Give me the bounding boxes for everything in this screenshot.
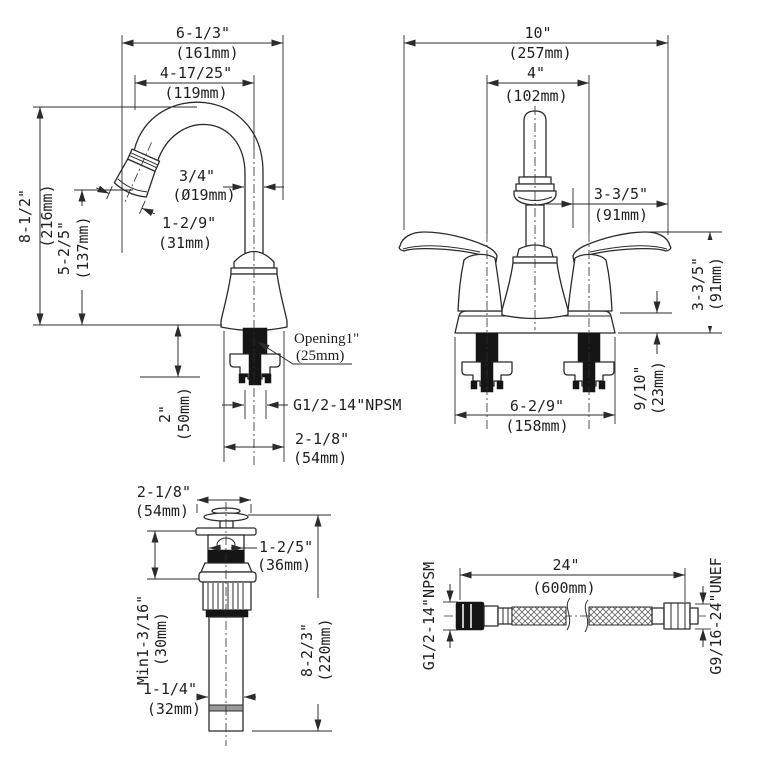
hose-break-right <box>584 599 589 633</box>
handle-left <box>398 231 503 312</box>
hose-left-thread-label: G1/2-14"NPSM <box>420 562 438 670</box>
dim-tailpiece-width-in: 1-1/4" <box>143 680 197 698</box>
dim-hose-length-in: 24" <box>552 556 579 574</box>
dim-shank-length-mm: (50mm) <box>175 387 193 441</box>
dim-shank-thread: G1/2-14"NPSM <box>222 390 401 419</box>
dim-handle-centers-mm: (102mm) <box>504 87 567 105</box>
dim-deck-length-in: 6-2/9" <box>510 397 564 415</box>
dim-spout-reach: 4-17/25" (119mm) <box>134 64 255 150</box>
hose-view: 24" (600mm) G1/2-14"NPSM G9/16-24"UNEF <box>420 556 725 675</box>
dim-overall-width: 10" (257mm) <box>403 24 669 235</box>
hose-ferrule-left <box>497 607 513 625</box>
dim-body-width-in: 1-2/5" <box>259 538 313 556</box>
dim-base-width: 2-1/8" (54mm) <box>223 331 349 467</box>
dim-deck-thickness-mm: (23mm) <box>649 361 667 415</box>
drain-view: 2-1/8" (54mm) 1-2/5" (36mm) Min1-3/16" (… <box>134 483 337 746</box>
thread-block <box>202 581 252 611</box>
hose-break-left <box>566 597 571 631</box>
hose-nut-right <box>663 602 691 630</box>
dim-deck-thickness-in: 9/10" <box>631 365 649 410</box>
shank-thread-label: G1/2-14"NPSM <box>293 396 401 414</box>
dim-spout-reach-mm: (119mm) <box>164 84 227 102</box>
handle-right <box>567 231 672 312</box>
dim-spout-height: 5-2/5" (137mm) <box>55 189 133 325</box>
nut-tab-left <box>238 373 246 384</box>
dim-deck-min-mm: (30mm) <box>152 612 170 666</box>
dim-aerator-mm: (31mm) <box>158 234 212 252</box>
dim-handle-centers-in: 4" <box>527 64 545 82</box>
dim-drain-length-in: 8-2/3" <box>298 623 316 677</box>
dim-cap-width-in: 2-1/8" <box>137 483 191 501</box>
dim-spout-diameter: 3/4" (Ø19mm) <box>172 167 284 204</box>
opening-mm: (25mm) <box>296 348 344 364</box>
shank-through-nut <box>248 353 262 386</box>
dim-handle-reach-in: 3-3/5" <box>594 185 648 203</box>
hose-braid-left <box>511 606 567 626</box>
hose-collar-right <box>651 607 665 625</box>
dim-handle-reach-mm: (91mm) <box>594 206 648 224</box>
dim-deck-length: 6-2/9" (158mm) <box>454 337 616 435</box>
nut-tab-right <box>264 373 272 384</box>
dim-deck-thickness: 9/10" (23mm) <box>620 291 672 415</box>
dim-reach-in: 6-1/3" <box>176 24 230 42</box>
side-view: 6-1/3" (161mm) 4-17/25" (119mm) 8-1/2" (… <box>16 24 401 467</box>
dim-tailpiece-width: 1-1/4" (32mm) <box>143 680 256 718</box>
dim-height: 8-1/2" (216mm) <box>16 106 222 326</box>
dim-height-mm: (216mm) <box>38 184 56 247</box>
dim-deck-min-in: Min1-3/16" <box>134 595 152 685</box>
dim-height-in: 8-1/2" <box>16 189 34 243</box>
thread-ribs <box>207 583 244 609</box>
dim-tailpiece-width-mm: (32mm) <box>147 700 201 718</box>
dim-spout-height-mm: (137mm) <box>74 216 92 279</box>
dim-aerator-width: 1-2/9" (31mm) <box>158 214 216 252</box>
dim-hose-left-thread: G1/2-14"NPSM <box>420 562 458 670</box>
dim-handle-height: 3-3/5" (91mm) <box>618 231 730 334</box>
aerator <box>96 142 161 217</box>
hose-braid-right <box>588 606 653 626</box>
dim-aerator-in: 1-2/9" <box>162 214 216 232</box>
callout-opening: Opening1" (25mm) <box>257 331 359 365</box>
dim-reach-mm: (161mm) <box>175 44 238 62</box>
locknut-band <box>205 609 249 618</box>
dim-hose-length: 24" (600mm) <box>459 556 686 602</box>
dim-cap-width-mm: (54mm) <box>135 502 189 520</box>
dim-drain-length-mm: (220mm) <box>316 618 334 681</box>
dim-body-width: 1-2/5" (36mm) <box>209 538 313 574</box>
opening-label: Opening1" <box>294 331 359 347</box>
dim-handle-centers: 4" (102mm) <box>486 64 590 233</box>
dim-handle-height-mm: (91mm) <box>707 257 725 311</box>
hose-collar-left <box>483 605 499 627</box>
dim-base-width-in: 2-1/8" <box>295 430 349 448</box>
hose-tip-right <box>689 607 699 625</box>
dim-spout-diameter-in: 3/4" <box>179 167 215 185</box>
dim-spout-height-in: 5-2/5" <box>55 221 73 275</box>
dim-handle-height-in: 3-3/5" <box>689 257 707 311</box>
dim-spout-reach-in: 4-17/25" <box>160 64 232 82</box>
spout-tube <box>133 101 264 263</box>
dim-base-width-mm: (54mm) <box>293 449 347 467</box>
dim-reach: 6-1/3" (161mm) <box>121 24 284 253</box>
front-view: 10" (257mm) 4" (102mm) 3-3/5" (91mm) 3-3… <box>398 24 730 435</box>
dim-hose-right-thread: G9/16-24"UNEF <box>695 557 725 675</box>
dim-shank-length-in: 2" <box>156 405 174 423</box>
dim-hose-length-mm: (600mm) <box>532 579 595 597</box>
dim-cap-width: 2-1/8" (54mm) <box>135 483 252 520</box>
dim-body-width-mm: (36mm) <box>257 556 311 574</box>
dim-handle-reach: 3-3/5" (91mm) <box>546 185 668 228</box>
hose-right-thread-label: G9/16-24"UNEF <box>707 557 725 674</box>
dim-deck-min: Min1-3/16" (30mm) <box>134 530 199 685</box>
drain-collar <box>200 562 253 573</box>
dim-overall-width-mm: (257mm) <box>508 44 571 62</box>
dim-spout-diameter-mm: (Ø19mm) <box>172 186 235 204</box>
collar-flange <box>198 571 257 583</box>
cap-stem <box>219 520 234 529</box>
hose-nut-left <box>455 601 485 631</box>
dim-shank-length: 2" (50mm) <box>140 325 200 441</box>
dim-overall-width-in: 10" <box>524 24 551 42</box>
dim-deck-length-mm: (158mm) <box>505 417 568 435</box>
dim-drain-length: 8-2/3" (220mm) <box>248 514 337 732</box>
bell-body <box>501 262 569 320</box>
